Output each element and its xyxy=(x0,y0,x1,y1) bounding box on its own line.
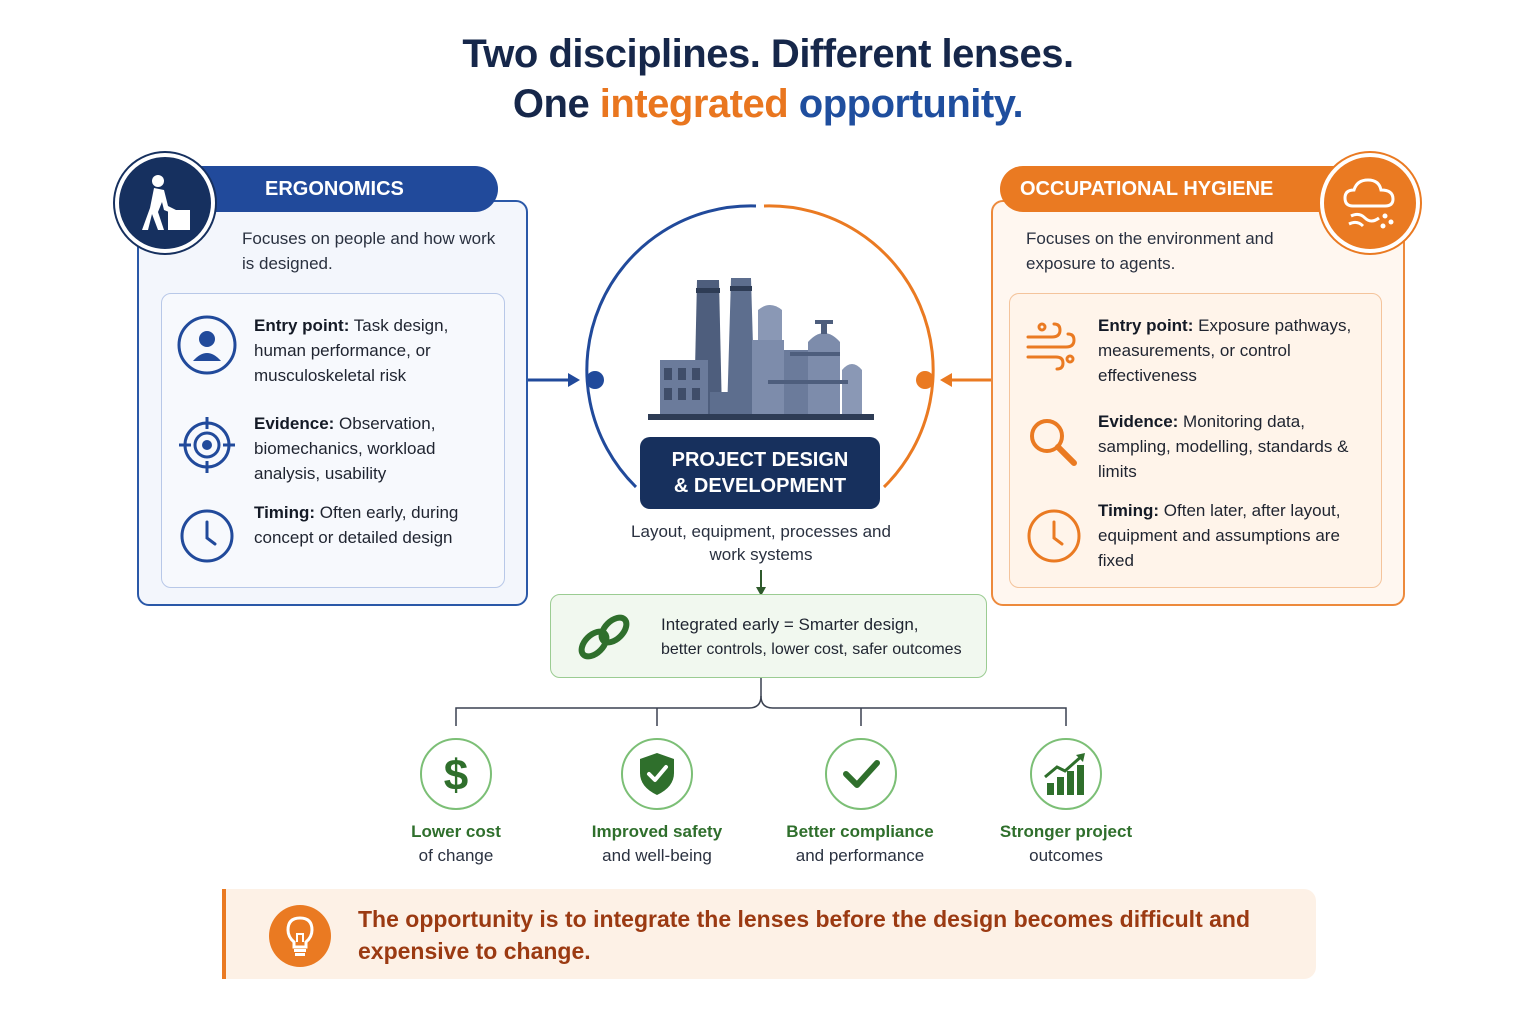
hygiene-entry-point: Entry point: Exposure pathways, measurem… xyxy=(1098,313,1358,388)
benefit-improved-safety-sub: and well-being xyxy=(602,846,712,865)
right-arrow-head xyxy=(940,373,952,387)
ergonomics-timing-text: Often early, during concept or detailed … xyxy=(254,503,459,547)
hygiene-details xyxy=(1009,293,1382,588)
benefit-stronger-project-sub: outcomes xyxy=(1029,846,1103,865)
ergonomics-timing: Timing: Often early, during concept or d… xyxy=(254,500,494,550)
benefit-stronger-project-title: Stronger project xyxy=(999,822,1133,841)
shield-check-icon xyxy=(621,738,693,810)
factory-icon xyxy=(648,278,874,420)
title-prefix: One xyxy=(512,82,600,126)
ergonomics-timing-label: Timing: xyxy=(254,503,316,522)
hygiene-timing: Timing: Often later, after layout, equip… xyxy=(1098,498,1358,573)
benefit-better-compliance: Better compliance and performance xyxy=(760,820,960,868)
benefit-improved-safety: Improved safety and well-being xyxy=(557,820,757,868)
benefit-better-compliance-sub: and performance xyxy=(795,846,925,865)
hygiene-timing-text: Often later, after layout, equipment and… xyxy=(1098,501,1341,570)
dollar-icon: $ xyxy=(420,738,492,810)
svg-text:$: $ xyxy=(444,751,468,798)
person-icon xyxy=(177,315,237,375)
benefit-better-compliance-title: Better compliance xyxy=(786,822,934,841)
airflow-icon xyxy=(1022,315,1082,375)
growth-chart-icon xyxy=(1030,738,1102,810)
benefit-lower-cost: Lower cost of change xyxy=(356,820,556,868)
target-icon xyxy=(177,415,237,475)
project-design-line-2: & DEVELOPMENT xyxy=(673,475,847,497)
integration-text: Integrated early = Smarter design, better… xyxy=(661,612,981,662)
check-icon xyxy=(825,738,897,810)
lightbulb-icon xyxy=(269,905,331,967)
ergonomics-entry-text: Task design, human performance, or muscu… xyxy=(254,316,449,385)
blue-arc xyxy=(585,204,757,489)
project-design-line-1: PROJECT DESIGN xyxy=(671,449,849,471)
integration-line-2: better controls, lower cost, safer outco… xyxy=(661,641,962,658)
title-line-1: Two disciplines. Different lenses. xyxy=(462,32,1074,76)
ergonomics-lead: Focuses on people and how work is design… xyxy=(242,229,496,273)
ergonomics-heading: ERGONOMICS xyxy=(195,166,498,212)
right-node xyxy=(916,371,934,389)
ergonomics-evidence: Evidence: Observation, biomechanics, wor… xyxy=(254,411,494,486)
benefit-lower-cost-sub: of change xyxy=(418,846,494,865)
left-node xyxy=(586,371,604,389)
hygiene-evidence: Evidence: Monitoring data, sampling, mod… xyxy=(1098,409,1358,484)
benefit-improved-safety-title: Improved safety xyxy=(591,822,723,841)
hygiene-heading: OCCUPATIONAL HYGIENE xyxy=(1000,166,1340,212)
hygiene-evidence-text: Monitoring data, sampling, modelling, st… xyxy=(1098,412,1349,481)
ergonomics-evidence-text: Observation, biomechanics, workload anal… xyxy=(254,414,436,483)
ergonomics-entry-point: Entry point: Task design, human performa… xyxy=(254,313,494,388)
clock-icon xyxy=(177,506,237,566)
benefit-lower-cost-title: Lower cost xyxy=(411,822,501,841)
ergonomics-entry-label: Entry point: xyxy=(254,316,350,335)
title-integrated: integrated xyxy=(599,82,789,126)
down-arrow-head xyxy=(756,587,766,596)
hygiene-entry-label: Entry point: xyxy=(1098,316,1194,335)
hygiene-entry-text: Exposure pathways, measurements, or cont… xyxy=(1098,316,1352,385)
orange-arc xyxy=(763,204,935,489)
benefit-stronger-project: Stronger project outcomes xyxy=(966,820,1166,868)
clock-icon xyxy=(1024,506,1084,566)
worker-lifting-icon xyxy=(115,153,215,253)
project-design-subtitle: Layout, equipment, processes and work sy… xyxy=(631,522,891,564)
ergonomics-evidence-label: Evidence: xyxy=(254,414,335,433)
magnifier-icon xyxy=(1022,411,1082,471)
benefits-bracket xyxy=(455,678,1067,726)
title-line-2: One integrated opportunity. xyxy=(0,82,1536,127)
integration-line-1: Integrated early = Smarter design, xyxy=(661,615,919,634)
hygiene-evidence-label: Evidence: xyxy=(1098,412,1179,431)
hygiene-lead: Focuses on the environment and exposure … xyxy=(1026,229,1274,273)
hygiene-timing-label: Timing: xyxy=(1098,501,1160,520)
title-opportunity: opportunity. xyxy=(798,82,1024,126)
chain-link-icon xyxy=(570,606,638,668)
opportunity-callout xyxy=(222,889,1316,979)
project-design-label: PROJECT DESIGN & DEVELOPMENT xyxy=(640,437,880,509)
left-arrow-head xyxy=(568,373,580,387)
opportunity-text: The opportunity is to integrate the lens… xyxy=(358,906,1251,964)
cloud-hazard-icon xyxy=(1320,153,1420,253)
